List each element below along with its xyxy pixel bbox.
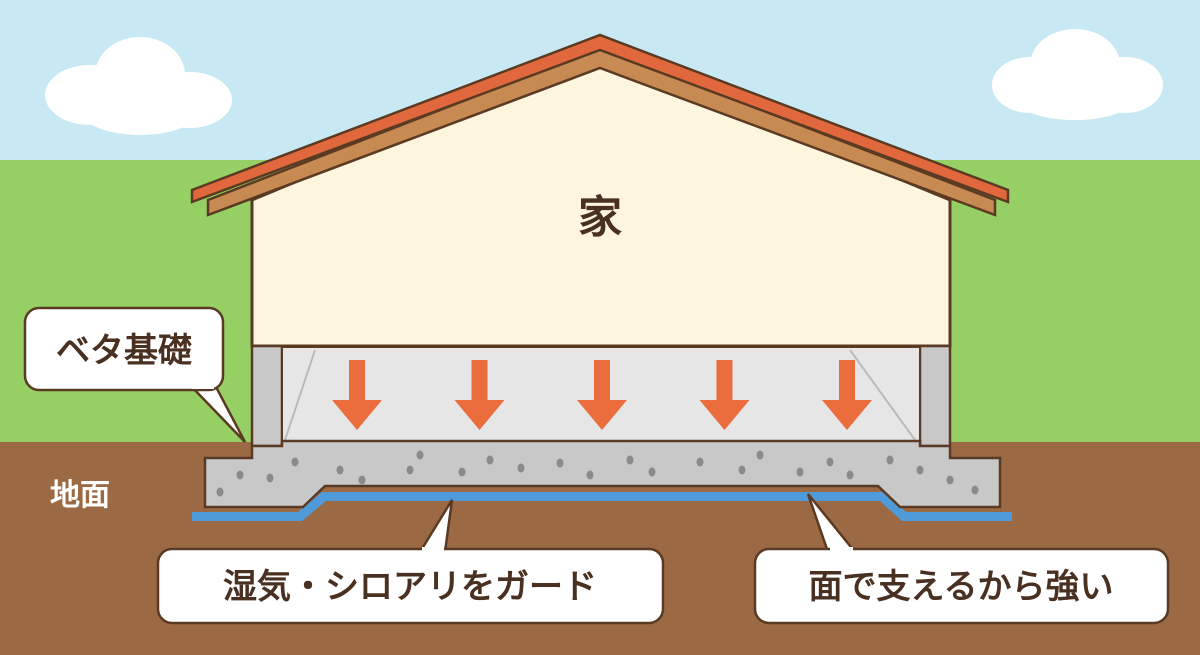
foundation-callout: ベタ基礎 — [23, 306, 247, 443]
down-arrow-icon — [699, 360, 750, 430]
load-arrows — [332, 360, 872, 430]
moisture-membrane — [192, 492, 1012, 521]
roof — [190, 33, 1010, 217]
aggregate-stone — [336, 465, 344, 475]
aggregate-stone — [406, 465, 414, 475]
aggregate-stone — [738, 465, 746, 475]
aggregate — [216, 450, 979, 497]
down-arrow-icon — [332, 360, 382, 430]
aggregate-stone — [586, 470, 594, 480]
house-label: 家 — [578, 192, 622, 243]
aggregate-stone — [416, 450, 424, 460]
aggregate-stone — [517, 463, 525, 473]
cloud-left — [45, 37, 232, 135]
aggregate-stone — [886, 455, 894, 465]
aggregate-stone — [626, 455, 634, 465]
aggregate-stone — [846, 470, 854, 480]
down-arrow-icon — [822, 360, 872, 430]
foundation-wall-left — [250, 344, 284, 448]
ground-label: 地面 — [50, 478, 110, 513]
down-arrow-icon — [454, 360, 505, 430]
aggregate-stone — [291, 457, 299, 467]
aggregate-stone — [826, 457, 834, 467]
foundation-wall-right — [918, 344, 952, 448]
down-arrow-icon — [577, 360, 627, 430]
aggregate-stone — [916, 465, 924, 475]
concrete-slab — [203, 439, 1002, 509]
aggregate-stone — [756, 450, 764, 460]
aggregate-stone — [458, 467, 466, 477]
cloud-right — [992, 29, 1163, 120]
aggregate-stone — [266, 473, 274, 483]
moisture-callout: 湿気・シロアリをガード — [156, 499, 665, 625]
aggregate-stone — [648, 467, 656, 477]
strength-callout-text: 面で支えるから強い — [809, 567, 1114, 607]
foundation-callout-text: ベタ基礎 — [56, 331, 192, 371]
aggregate-stone — [486, 455, 494, 465]
aggregate-stone — [796, 467, 804, 477]
moisture-callout-text: 湿気・シロアリをガード — [223, 567, 597, 607]
aggregate-stone — [946, 475, 954, 485]
strength-callout: 面で支えるから強い — [753, 493, 1170, 625]
aggregate-stone — [971, 485, 979, 495]
aggregate-stone — [556, 458, 564, 468]
aggregate-stone — [236, 470, 244, 480]
aggregate-stone — [216, 487, 224, 497]
aggregate-stone — [358, 475, 366, 485]
aggregate-stone — [696, 457, 704, 467]
